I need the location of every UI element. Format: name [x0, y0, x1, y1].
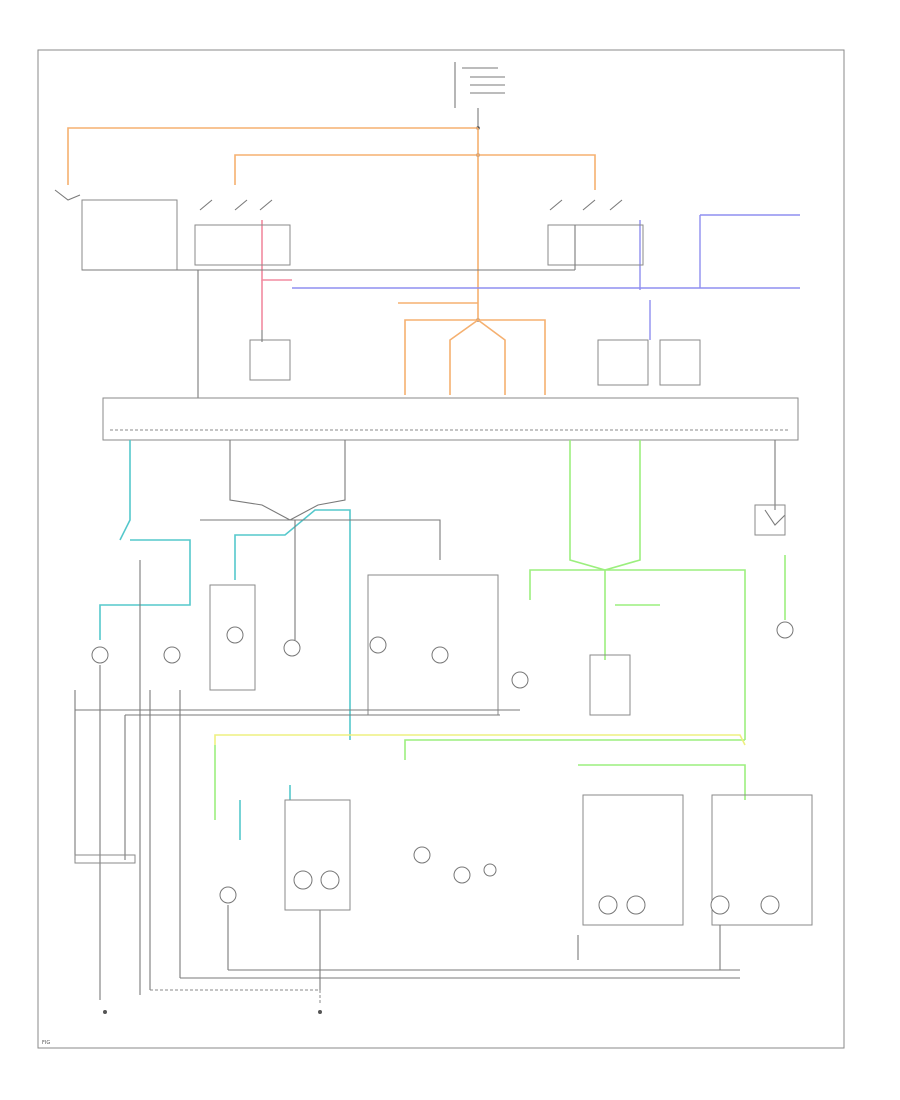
yellow-circuit: [214, 734, 746, 746]
bottom-grounds: [103, 1010, 322, 1014]
right-switch: [754, 440, 786, 536]
ground-wires: [74, 560, 740, 1005]
crossover: [200, 440, 441, 640]
pink-blue-circuits: [261, 214, 800, 340]
upper-switches: [54, 189, 644, 271]
junction-block: [102, 397, 799, 441]
green-circuit: [214, 440, 786, 820]
fuse-block-legend: [454, 62, 505, 322]
corner-label: FIG: [42, 1040, 50, 1046]
lower-lamps: [219, 794, 813, 990]
cyan-circuit: [99, 440, 351, 840]
orange-circuit: [67, 127, 596, 395]
diagram-frame: [37, 49, 845, 1049]
upper-lamps: [91, 574, 794, 716]
mid-modules: [197, 270, 701, 398]
